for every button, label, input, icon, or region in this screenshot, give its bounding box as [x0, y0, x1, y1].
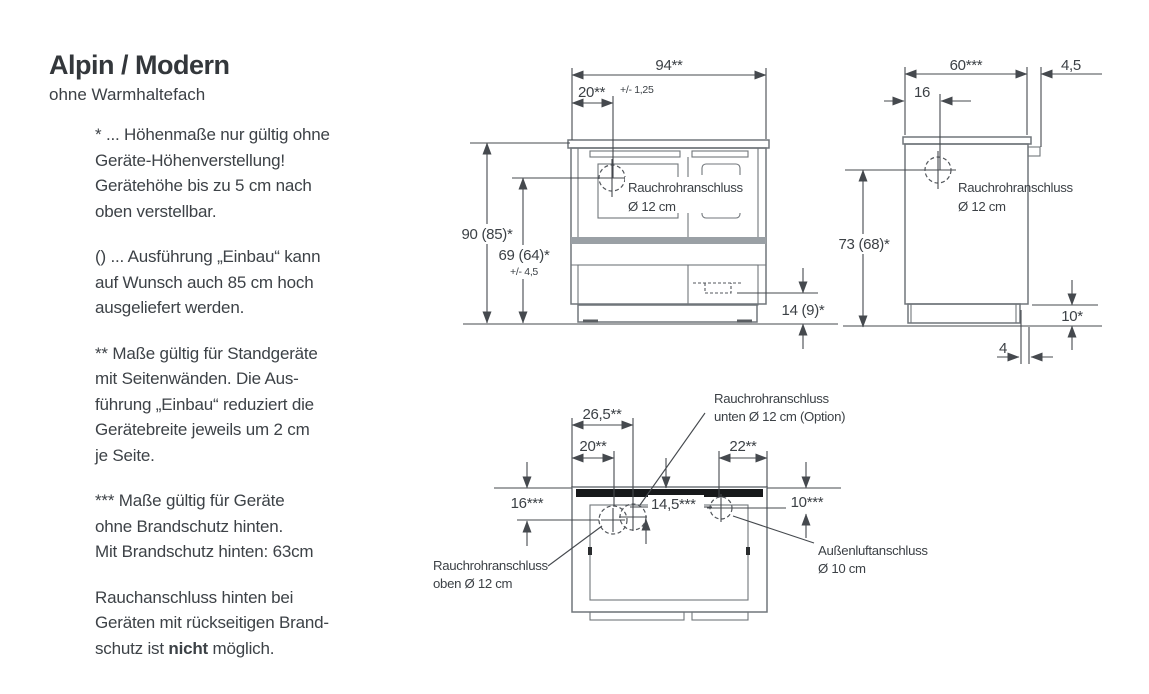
rear-view-drawing: 26,5** 20** 22** 16*** 10*** 14,5*** Rau… [433, 391, 929, 621]
note-rauchanschluss-bold: nicht [168, 638, 208, 658]
front-view-drawing: 94** 20** +/- 1,25 90 (85)* 69 (64)* +/-… [456, 57, 838, 349]
handle-rail-band [571, 237, 766, 244]
oven-door-bracket-top [701, 163, 741, 175]
hinge-mark-right [746, 547, 750, 555]
dim-flue-bottom-offset-label: 26,5** [582, 406, 622, 423]
vent-slot-right [691, 150, 749, 158]
oven-door-bracket-bottom [701, 207, 741, 219]
note-width: ** Maße gültig für Standgeräte mit Seite… [95, 343, 318, 465]
stove-top-plate [902, 136, 1032, 145]
note-brandschutz: *** Maße gültig für Geräte ohne Brandsch… [95, 491, 314, 561]
dim-rear-label: 4,5 [1061, 57, 1081, 74]
vent-slot-left [589, 150, 681, 158]
flue-bottom-label-line1: Rauchrohranschluss [714, 391, 830, 406]
label-mask [492, 245, 556, 279]
label-mask [648, 495, 704, 512]
dim-flue-height-label: 73 (68)* [839, 236, 890, 253]
label-mask [786, 493, 828, 509]
dim-left-label: 16*** [511, 495, 544, 512]
dim-flue-offset-tolerance-label: +/- 1,25 [620, 84, 654, 96]
note-einbau-height: () ... Ausführung „Einbau“ kann auf Wuns… [95, 247, 321, 317]
flue-top-circle [598, 505, 628, 535]
plinth [577, 304, 758, 323]
stove-top-plate [567, 139, 770, 149]
flue-label-line1: Rauchrohranschluss [628, 180, 744, 195]
stove-body [904, 143, 1029, 305]
air-label-line2: Ø 10 cm [818, 561, 866, 576]
base-foot-left [589, 611, 685, 621]
dim-air-offset-label: 22** [729, 438, 757, 455]
dim-flue-offset-label: 20** [578, 84, 606, 101]
page-title: Alpin / Modern [49, 50, 230, 80]
flue-label-line1: Rauchrohranschluss [958, 180, 1074, 195]
note-rauchanschluss: Rauchanschluss hinten bei Geräten mit rü… [95, 585, 375, 662]
footnotes-column: * ... Höhenmaße nur gültig ohne Geräte-H… [95, 122, 375, 681]
flue-bottom-label-line2: unten Ø 12 cm (Option) [714, 409, 845, 424]
drawer-handle-recess [704, 283, 732, 294]
hinge-mark-left [588, 547, 592, 555]
flue-label-line2: Ø 12 cm [958, 199, 1006, 214]
note-rauchanschluss-text: Rauchanschluss hinten bei Geräten mit rü… [95, 587, 329, 658]
side-view-drawing: 60*** 4,5 16 73 (68)* 10* 4 Rauchrohrans… [833, 57, 1102, 364]
label-mask [456, 224, 520, 244]
dim-right-label: 10*** [791, 494, 824, 511]
note-height: * ... Höhenmaße nur gültig ohne Geräte-H… [95, 125, 330, 221]
note-rauchanschluss-end: möglich. [208, 638, 275, 658]
dim-height-label: 90 (85)* [462, 226, 513, 243]
dim-mid-label: 14,5*** [651, 496, 696, 513]
drawer-front [577, 264, 759, 306]
dim-recess-label: 4 [999, 340, 1007, 357]
base-foot-right [691, 611, 749, 621]
dim-depth-label: 60*** [950, 57, 983, 74]
page-subtitle: ohne Warmhaltefach [49, 85, 206, 104]
flue-top-label-line2: oben Ø 12 cm [433, 576, 513, 591]
leader-line-flue-top [547, 525, 603, 567]
leader-line-flue-bottom [639, 412, 706, 506]
rear-connector-tab [1027, 146, 1041, 157]
dim-width-label: 94** [655, 57, 683, 74]
dim-flue-height-label: 69 (64)* [499, 247, 550, 264]
dim-plinth-label: 10* [1061, 308, 1083, 325]
plinth [907, 303, 1021, 324]
rear-inner-panel [589, 504, 749, 601]
dim-flue-height-tolerance-label: +/- 4,5 [510, 266, 538, 278]
leader-line-air [732, 515, 815, 544]
label-mask [833, 234, 895, 254]
stove-body [570, 147, 767, 305]
air-label-line1: Außenluftanschluss [818, 543, 928, 558]
flue-label-line2: Ø 12 cm [628, 199, 676, 214]
label-mask [625, 177, 743, 213]
dim-flue-top-offset-label: 20** [579, 438, 607, 455]
dim-bottom-label: 14 (9)* [782, 302, 825, 319]
flue-top-label-line1: Rauchrohranschluss [433, 558, 549, 573]
top-plate-strip [576, 489, 763, 497]
dim-flue-offset-label: 16 [914, 84, 930, 101]
